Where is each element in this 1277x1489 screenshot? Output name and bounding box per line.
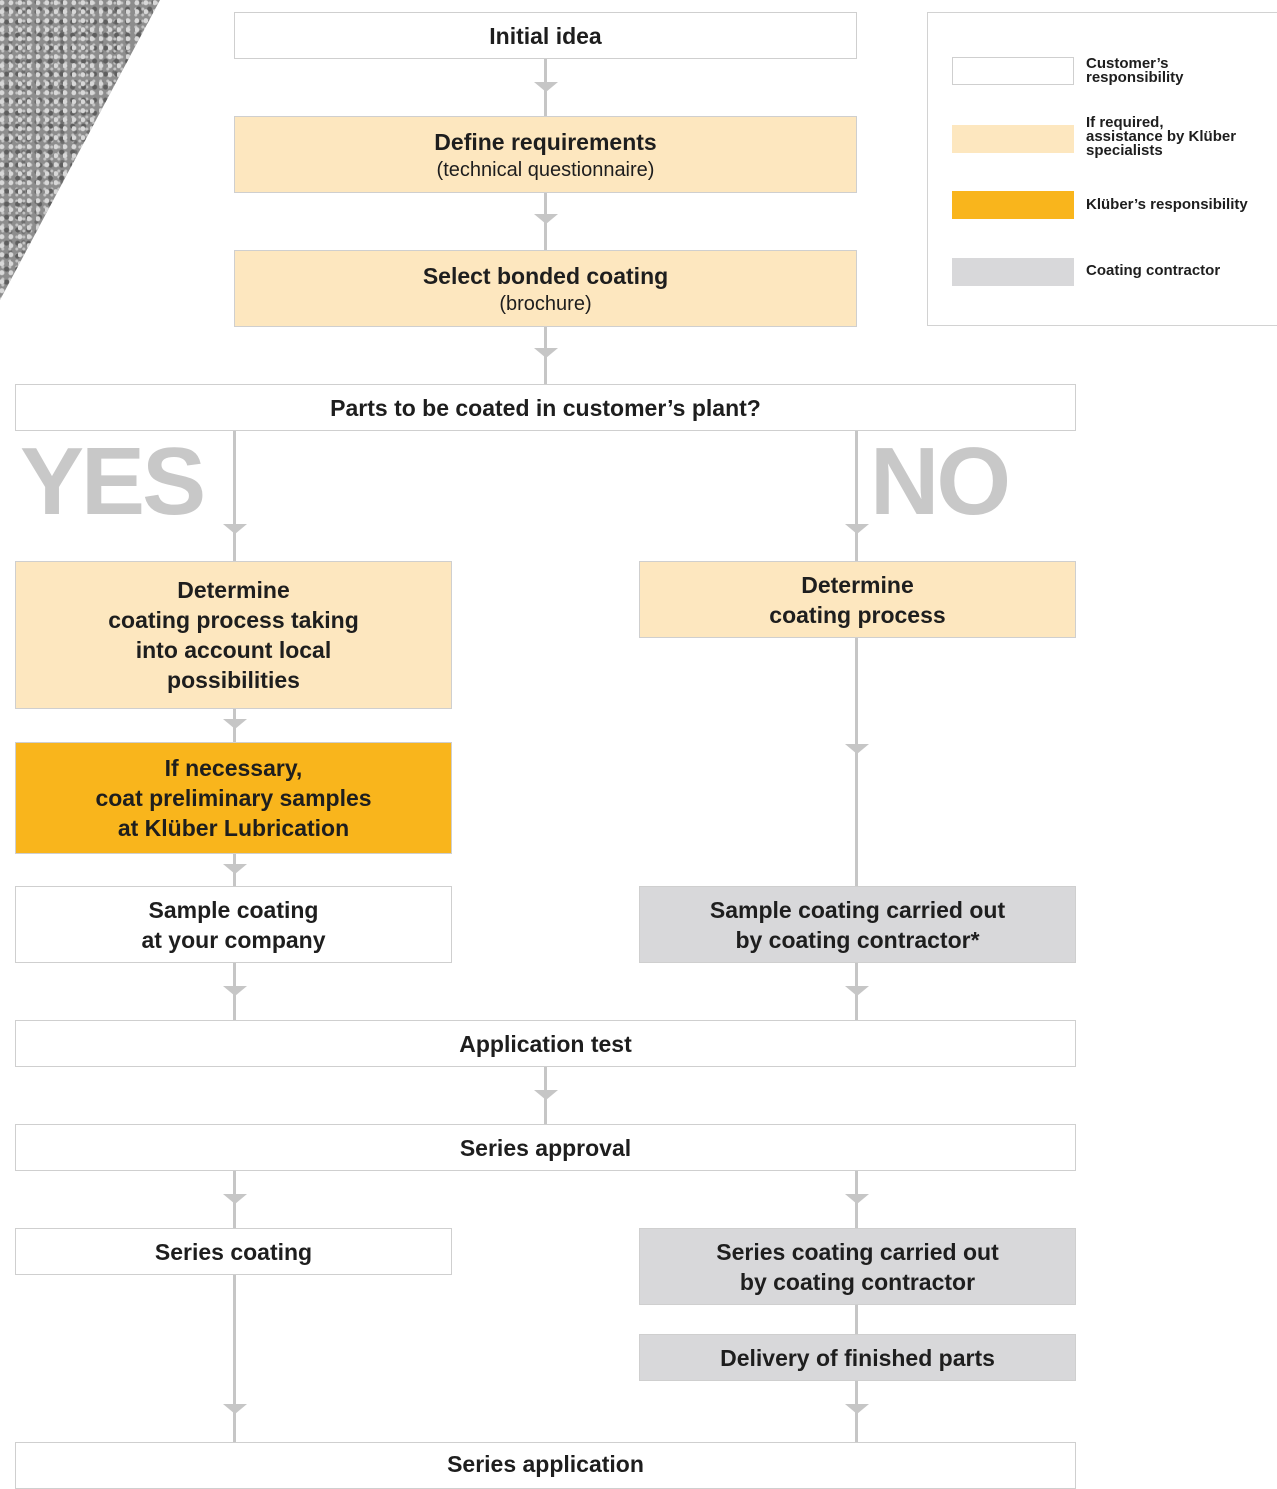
series-application-box: Series application bbox=[15, 1442, 1076, 1489]
define-requirements-label: Define requirements bbox=[434, 128, 657, 155]
series-application-label: Series application bbox=[447, 1451, 644, 1477]
arrow-down-icon bbox=[845, 1404, 869, 1414]
arrow-down-icon bbox=[223, 1404, 247, 1414]
select-coating-note: (brochure) bbox=[499, 292, 592, 315]
arrow-down-icon bbox=[223, 719, 247, 729]
preliminary-samples-label: If necessary, coat preliminary samples a… bbox=[95, 755, 372, 841]
sample-coating-contractor-label: Sample coating carried out by coating co… bbox=[709, 896, 1006, 953]
no-label: NO bbox=[870, 428, 1011, 535]
define-requirements-box: Define requirements (technical questionn… bbox=[234, 116, 857, 193]
connector bbox=[233, 430, 236, 561]
select-coating-box: Select bonded coating (brochure) bbox=[234, 250, 857, 327]
arrow-down-icon bbox=[223, 1194, 247, 1204]
legend-swatch-kluber bbox=[952, 191, 1074, 219]
determine-process-box: Determine coating process bbox=[639, 561, 1076, 638]
arrow-down-icon bbox=[845, 744, 869, 754]
initial-idea-box: Initial idea bbox=[234, 12, 857, 59]
arrow-down-icon bbox=[223, 986, 247, 996]
arrow-down-icon bbox=[534, 214, 558, 224]
legend-label-kluber: Klüber’s responsibility bbox=[1086, 196, 1248, 213]
arrow-down-icon bbox=[845, 1194, 869, 1204]
application-test-box: Application test bbox=[15, 1020, 1076, 1067]
sample-coating-company-box: Sample coating at your company bbox=[15, 886, 452, 963]
arrow-down-icon bbox=[534, 1090, 558, 1100]
series-approval-label: Series approval bbox=[459, 1134, 632, 1161]
legend-label-contractor: Coating contractor bbox=[1086, 262, 1221, 279]
series-coating-box: Series coating bbox=[15, 1228, 452, 1275]
series-coating-contractor-box: Series coating carried out by coating co… bbox=[639, 1228, 1076, 1305]
arrow-down-icon bbox=[845, 986, 869, 996]
series-coating-contractor-label: Series coating carried out by coating co… bbox=[716, 1238, 999, 1295]
arrow-down-icon bbox=[223, 524, 247, 534]
yes-label: YES bbox=[20, 428, 206, 535]
legend-label-customer: Customer’s responsibility bbox=[1086, 55, 1184, 86]
connector bbox=[855, 637, 858, 886]
define-requirements-note: (technical questionnaire) bbox=[436, 158, 655, 181]
series-coating-label: Series coating bbox=[154, 1238, 313, 1265]
sample-coating-contractor-box: Sample coating carried out by coating co… bbox=[639, 886, 1076, 963]
preliminary-samples-box: If necessary, coat preliminary samples a… bbox=[15, 742, 452, 854]
arrow-down-icon bbox=[223, 864, 247, 874]
connector bbox=[233, 1274, 236, 1442]
legend-label-assistance: If required, assistance by Klüber specia… bbox=[1086, 114, 1237, 159]
delivery-label: Delivery of finished parts bbox=[720, 1344, 995, 1371]
delivery-box: Delivery of finished parts bbox=[639, 1334, 1076, 1381]
initial-idea-label: Initial idea bbox=[489, 22, 602, 49]
determine-local-label: Determine coating process taking into ac… bbox=[108, 577, 359, 693]
determine-process-label: Determine coating process bbox=[769, 571, 946, 628]
parts-question-box: Parts to be coated in customer’s plant? bbox=[15, 384, 1076, 431]
connector bbox=[855, 1304, 858, 1334]
series-approval-box: Series approval bbox=[15, 1124, 1076, 1171]
arrow-down-icon bbox=[845, 524, 869, 534]
legend-swatch-customer bbox=[952, 57, 1074, 85]
legend: Customer’s responsibility If required, a… bbox=[927, 12, 1277, 326]
decorative-texture bbox=[0, 0, 160, 300]
parts-question-label: Parts to be coated in customer’s plant? bbox=[330, 394, 761, 421]
legend-swatch-contractor bbox=[952, 258, 1074, 286]
legend-swatch-assistance bbox=[952, 125, 1074, 153]
sample-coating-company-label: Sample coating at your company bbox=[141, 896, 326, 953]
connector bbox=[855, 430, 858, 561]
determine-local-box: Determine coating process taking into ac… bbox=[15, 561, 452, 709]
application-test-label: Application test bbox=[459, 1030, 632, 1057]
arrow-down-icon bbox=[534, 82, 558, 92]
select-coating-label: Select bonded coating bbox=[422, 262, 669, 289]
arrow-down-icon bbox=[534, 348, 558, 358]
